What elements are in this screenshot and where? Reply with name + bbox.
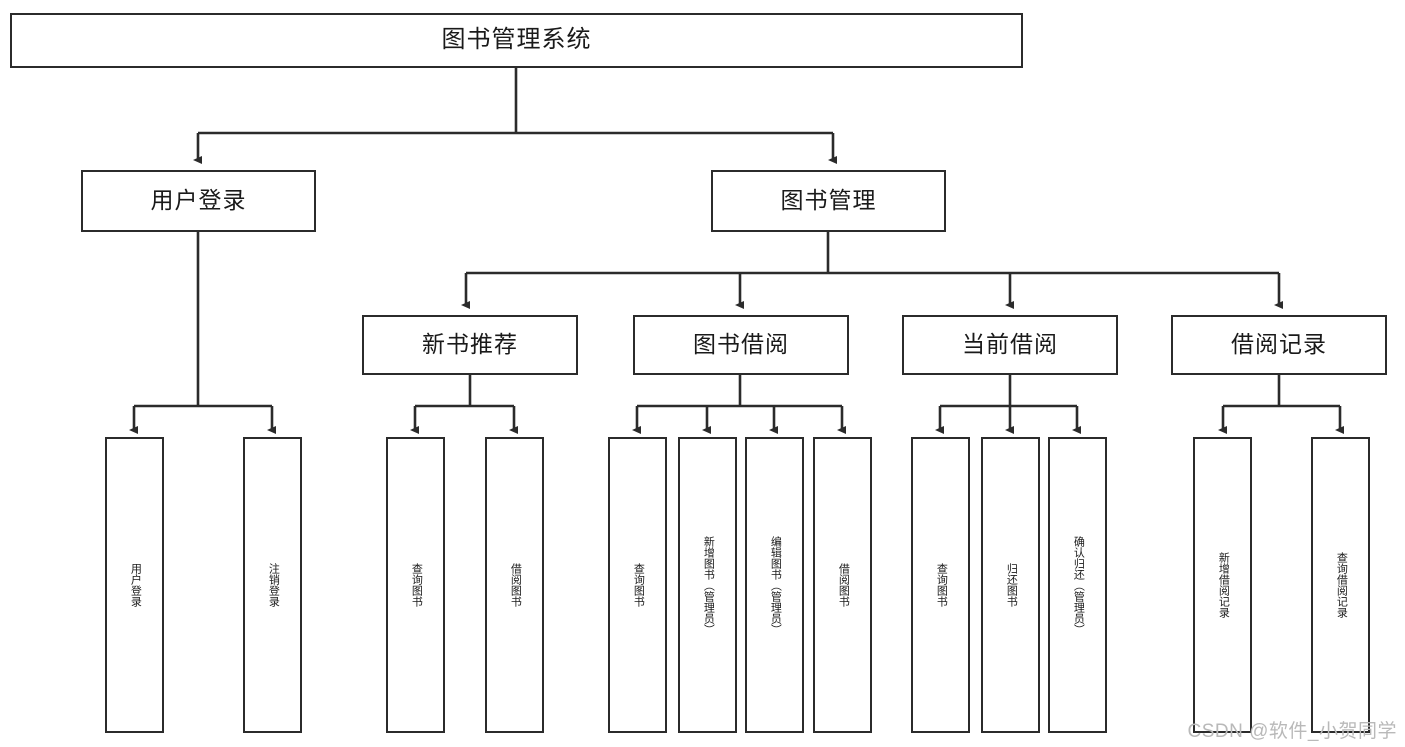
leaf-add-borrow-record[interactable]: 新增借阅记录 (1193, 437, 1252, 733)
node-borrow-record[interactable]: 借阅记录 (1171, 315, 1387, 375)
leaf-return-book[interactable]: 归还图书 (981, 437, 1040, 733)
leaf-logout[interactable]: 注销登录 (243, 437, 302, 733)
leaf-edit-book-admin[interactable]: 编辑图书（管理员） (745, 437, 804, 733)
node-new-book-recommend[interactable]: 新书推荐 (362, 315, 578, 375)
node-root-system[interactable]: 图书管理系统 (10, 13, 1023, 68)
node-book-borrow[interactable]: 图书借阅 (633, 315, 849, 375)
leaf-query-book-recommend[interactable]: 查询图书 (386, 437, 445, 733)
leaf-query-book-current[interactable]: 查询图书 (911, 437, 970, 733)
leaf-add-book-admin[interactable]: 新增图书（管理员） (678, 437, 737, 733)
csdn-watermark: CSDN @软件_小贺同学 (1187, 721, 1397, 742)
leaf-borrow-book-recommend[interactable]: 借阅图书 (485, 437, 544, 733)
leaf-confirm-return-admin[interactable]: 确认归还（管理员） (1048, 437, 1107, 733)
leaf-query-book-borrow[interactable]: 查询图书 (608, 437, 667, 733)
node-book-management[interactable]: 图书管理 (711, 170, 946, 232)
leaf-query-borrow-record[interactable]: 查询借阅记录 (1311, 437, 1370, 733)
node-current-borrow[interactable]: 当前借阅 (902, 315, 1118, 375)
leaf-borrow-book[interactable]: 借阅图书 (813, 437, 872, 733)
node-user-login[interactable]: 用户登录 (81, 170, 316, 232)
leaf-user-login[interactable]: 用户登录 (105, 437, 164, 733)
